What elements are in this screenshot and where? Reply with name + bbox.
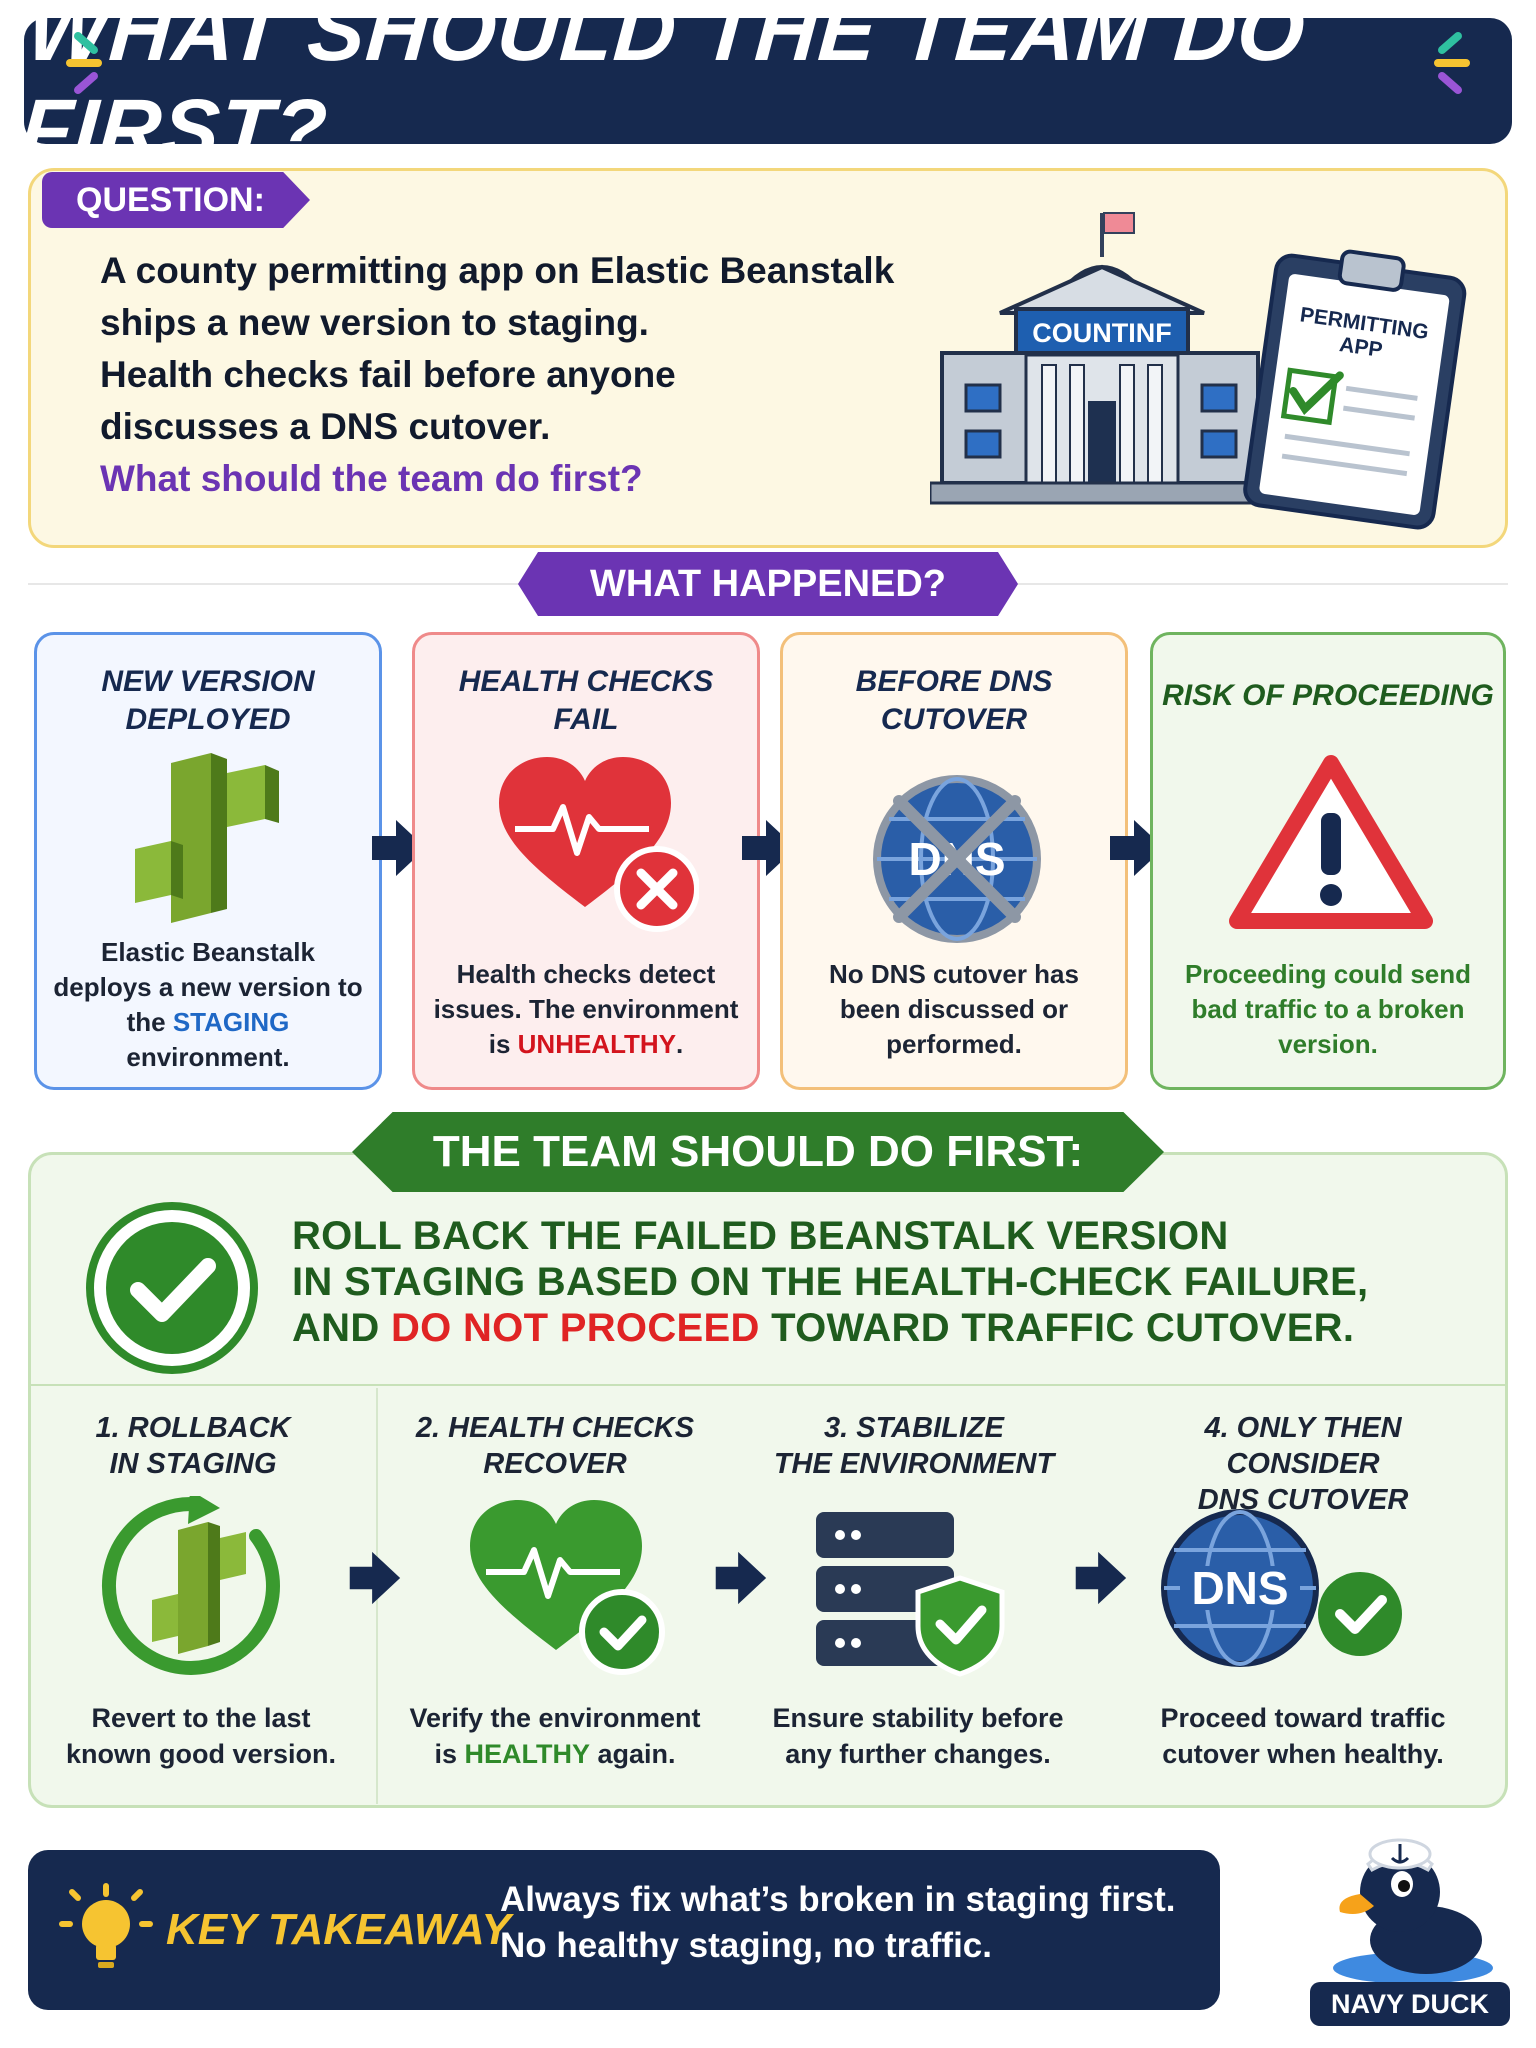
courthouse-icon: COUNTINF: [930, 212, 1270, 505]
question-line-2: ships a new version to staging.: [100, 302, 649, 343]
arrow-right-icon: [349, 1551, 401, 1605]
step-2-body: Verify the environment is HEALTHY again.: [392, 1700, 718, 1772]
solution-pill: THE TEAM SHOULD DO FIRST:: [352, 1112, 1164, 1192]
takeaway-line-2: No healthy staging, no traffic.: [500, 1926, 992, 1965]
step-body-line: known good version.: [65, 1739, 336, 1769]
card-body-text-end: .: [676, 1029, 684, 1059]
step-1-title: 1. ROLLBACK IN STAGING: [40, 1410, 346, 1482]
card-highlight: UNHEALTHY: [517, 1029, 677, 1059]
solution-line-3: AND DO NOT PROCEED TOWARD TRAFFIC CUTOVE…: [292, 1306, 1354, 1351]
what-happened-pill: WHAT HAPPENED?: [518, 552, 1018, 616]
arrow-right-icon: [715, 1551, 767, 1605]
page-title: WHAT SHOULD THE TEAM DO FIRST?: [17, 0, 1309, 178]
arrow-right-icon: [1075, 1551, 1127, 1605]
card-body: Proceeding could send bad traffic to a b…: [1184, 959, 1472, 1059]
card-highlight: STAGING: [172, 1007, 290, 1037]
solution-divider: [31, 1384, 1505, 1386]
step-title-line: THE ENVIRONMENT: [773, 1448, 1055, 1480]
rollback-icon: [102, 1496, 280, 1675]
server-shield-icon: [816, 1512, 1005, 1677]
step-title-line: IN STAGING: [109, 1448, 277, 1480]
card-title-line-2: DEPLOYED: [125, 703, 291, 736]
step-4-body: Proceed toward traffic cutover when heal…: [1130, 1700, 1476, 1772]
card-risk-of-proceeding: RISK OF PROCEEDING Proceeding could send…: [1150, 632, 1506, 1090]
brand-label: NAVY DUCK: [1310, 1982, 1510, 2026]
card-before-dns-cutover: BEFORE DNS CUTOVER DNS No DNS cutover ha…: [780, 632, 1128, 1090]
question-tag: QUESTION:: [42, 172, 310, 228]
solution-card: [28, 1152, 1508, 1808]
key-takeaway-label: KEY TAKEAWAY: [166, 1905, 511, 1954]
card-body-text: Health checks detect issues. The environ…: [433, 959, 739, 1059]
card-title-line-1: NEW VERSION: [101, 665, 315, 698]
beanstalk-icon: [135, 753, 279, 923]
step-3-title: 3. STABILIZE THE ENVIRONMENT: [766, 1410, 1062, 1482]
key-takeaway-banner: [28, 1850, 1220, 2010]
step-body-line: is HEALTHY again.: [392, 1736, 718, 1772]
card-body: Health checks detect issues. The environ…: [429, 957, 743, 1062]
healthy-highlight: HEALTHY: [464, 1739, 591, 1769]
step-title-line: 4. ONLY THEN CONSIDER: [1204, 1412, 1402, 1480]
courthouse-sign: COUNTINF: [1032, 318, 1171, 348]
dns-label: DNS: [1191, 1562, 1288, 1614]
heart-fail-icon: [499, 757, 699, 932]
step-4-title: 4. ONLY THEN CONSIDER DNS CUTOVER: [1130, 1410, 1476, 1518]
step-title-line: 3. STABILIZE: [824, 1412, 1004, 1444]
step-body-line: Ensure stability before: [772, 1703, 1064, 1733]
step-body-line: Proceed toward traffic: [1160, 1703, 1446, 1733]
arrow-right-icon: [372, 820, 426, 876]
title-banner: WHAT SHOULD THE TEAM DO FIRST?: [17, 0, 1512, 178]
card-health-checks-fail: HEALTH CHECKS FAIL Health checks detect …: [412, 632, 760, 1090]
step-body-text-end: again.: [590, 1739, 676, 1769]
solution-line-3-start: AND: [292, 1306, 391, 1350]
card-title-line-2: FAIL: [553, 703, 619, 736]
heart-ok-icon: [470, 1500, 665, 1675]
card-title-line-1: BEFORE DNS: [855, 665, 1053, 698]
step-2-title: 2. HEALTH CHECKS RECOVER: [410, 1410, 700, 1482]
clipboard-icon: PERMITTING APP: [1243, 249, 1467, 530]
do-not-proceed-text: DO NOT PROCEED: [390, 1306, 760, 1350]
card-title: RISK OF PROCEEDING: [1162, 679, 1494, 712]
check-circle-icon: [86, 1202, 258, 1374]
lightbulb-icon: [59, 1883, 153, 1968]
step-body-line: Revert to the last: [91, 1703, 311, 1733]
sparkle-right-icon: [1434, 32, 1470, 94]
question-line-4: discusses a DNS cutover.: [100, 406, 551, 447]
arrow-right-icon: [1110, 820, 1164, 876]
step-title-line: RECOVER: [483, 1448, 627, 1480]
solution-line-1: ROLL BACK THE FAILED BEANSTALK VERSION: [292, 1214, 1229, 1258]
sparkle-left-icon: [66, 32, 102, 94]
step-title-line: 2. HEALTH CHECKS: [415, 1412, 695, 1444]
step-3-body: Ensure stability before any further chan…: [760, 1700, 1076, 1772]
dns-ok-icon: DNS: [1161, 1509, 1402, 1667]
card-title-line-1: HEALTH CHECKS: [458, 665, 714, 698]
solution-line-3-end: TOWARD TRAFFIC CUTOVER.: [759, 1306, 1355, 1350]
step-1-body: Revert to the last known good version.: [40, 1700, 362, 1772]
warning-icon: [1229, 755, 1433, 929]
step-body-text: is: [434, 1739, 465, 1769]
step-title-line: 1. ROLLBACK: [95, 1412, 291, 1444]
card-new-version: NEW VERSION DEPLOYED Elastic Beanstalk d…: [34, 632, 382, 1090]
card-body-text-end: environment.: [126, 1042, 290, 1072]
card-title-line-2: CUTOVER: [880, 703, 1028, 736]
question-prompt: What should the team do first?: [100, 458, 643, 499]
card-body: No DNS cutover has been discussed or per…: [829, 959, 1079, 1059]
dns-crossed-icon: DNS: [873, 775, 1041, 943]
navy-duck-logo: [1333, 1838, 1493, 1984]
question-line-1: A county permitting app on Elastic Beans…: [100, 250, 895, 291]
question-line-3: Health checks fail before anyone: [100, 354, 676, 395]
arrow-right-icon: [742, 820, 796, 876]
solution-line-2: IN STAGING BASED ON THE HEALTH-CHECK FAI…: [292, 1260, 1369, 1304]
takeaway-line-1: Always fix what’s broken in staging firs…: [500, 1880, 1176, 1919]
card-body-text: Elastic Beanstalk deploys a new version …: [53, 937, 363, 1037]
step-body-line: cutover when healthy.: [1162, 1739, 1444, 1769]
card-body: Elastic Beanstalk deploys a new version …: [51, 935, 365, 1075]
step-body-line: any further changes.: [785, 1739, 1051, 1769]
step-body-line: Verify the environment: [409, 1703, 701, 1733]
